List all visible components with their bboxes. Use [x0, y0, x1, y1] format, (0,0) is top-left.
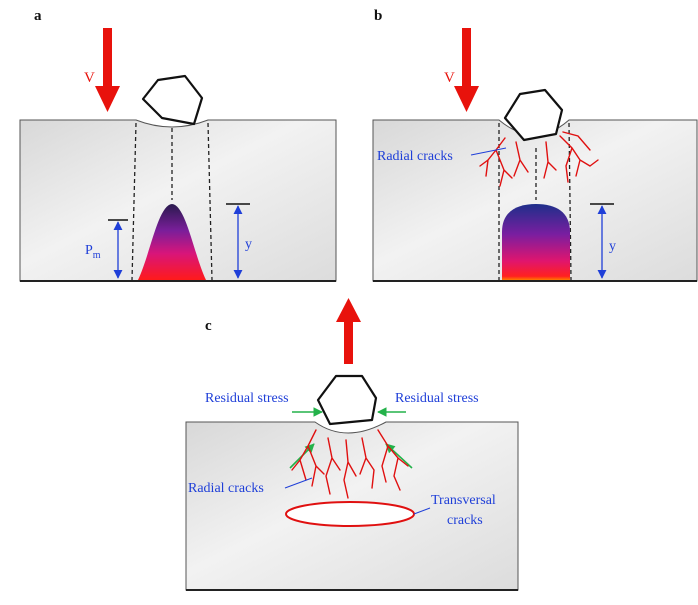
radial-cracks-leader-b: [470, 147, 507, 156]
residual-stress-label-left: Residual stress: [205, 391, 289, 406]
velocity-arrow-down-b: [454, 28, 479, 112]
penetration-channel-b: [498, 122, 572, 281]
penetration-label-a: Pm: [85, 243, 101, 261]
penetration-dimension-a: [108, 219, 128, 279]
transversal-leader: [413, 507, 431, 515]
panel-a-label: a: [34, 8, 42, 24]
radial-cracks-label-b: Radial cracks: [377, 149, 453, 164]
panel-b: b V Radial cracks y: [372, 8, 698, 282]
depth-label-b: y: [609, 239, 616, 254]
panel-b-label: b: [374, 8, 382, 24]
radial-cracks-leader-c: [284, 477, 313, 489]
radial-cracks-b: [479, 131, 599, 187]
energy-plume-b: [502, 204, 570, 280]
velocity-arrow-up-c: [336, 298, 361, 364]
transversal-label-line2: cracks: [447, 513, 483, 528]
depth-dimension-a: [226, 203, 250, 279]
radial-cracks-label-c: Radial cracks: [188, 481, 264, 496]
velocity-arrow-down-a: [95, 28, 120, 112]
projectile-a: [141, 74, 204, 126]
residual-stress-label-right: Residual stress: [395, 391, 479, 406]
transversal-crack: [285, 501, 415, 527]
radial-cracks-c: [291, 429, 409, 499]
panel-c-label: c: [205, 318, 212, 334]
depth-dimension-b: [590, 203, 614, 279]
target-block-a: [19, 119, 337, 282]
projectile-b: [503, 88, 564, 142]
transversal-label-line1: Transversal: [431, 493, 496, 508]
velocity-label-a: V: [84, 70, 95, 86]
panel-a: a V Pm y: [19, 8, 337, 282]
projectile-c: [316, 374, 378, 426]
velocity-label-b: V: [444, 70, 455, 86]
energy-plume-a: [138, 204, 206, 280]
penetration-channel-a: [131, 122, 213, 281]
panel-c: c Residual stress Residual stress Radial…: [185, 298, 519, 591]
depth-label-a: y: [245, 237, 252, 252]
